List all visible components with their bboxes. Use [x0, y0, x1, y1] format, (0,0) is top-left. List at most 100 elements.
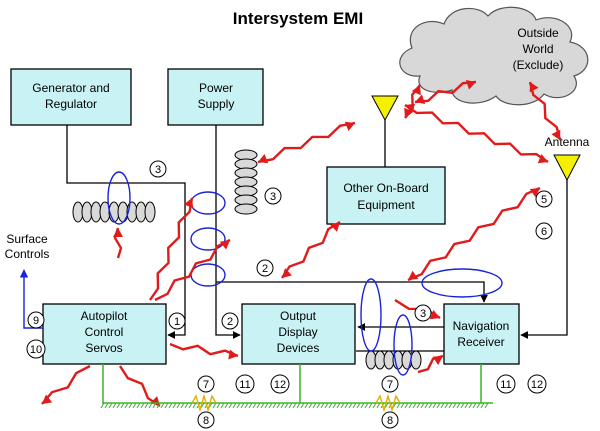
svg-text:12: 12 [274, 379, 286, 391]
antenna-label: Antenna [545, 135, 590, 149]
num-11a: 11 [235, 374, 255, 394]
interference-arrowhead-start-0 [404, 107, 414, 118]
interference-arrow-2 [404, 104, 549, 163]
autopilot-label-2: Control [85, 325, 124, 339]
num-6: 6 [535, 222, 553, 240]
interference-arrowhead-start-9 [529, 188, 540, 198]
interference-arrowhead-start-4 [529, 82, 539, 93]
num-8a: 8 [197, 411, 215, 429]
num-3c: 3 [414, 304, 432, 322]
interference-arrow-13 [169, 342, 239, 358]
onboard-label-2: Equipment [357, 198, 415, 212]
interference-arrowhead-start-1 [344, 121, 355, 131]
interference-arrow-9 [407, 186, 541, 282]
outside-world-cloud: Outside World (Exclude) [399, 6, 589, 106]
svg-text:11: 11 [239, 379, 250, 391]
power-label-2: Supply [198, 97, 235, 111]
interference-arrow-6 [149, 197, 194, 301]
autopilot-label-1: Autopilot [81, 309, 128, 323]
interference-arrowhead-7 [219, 240, 230, 250]
cloud-line-1: Outside [517, 26, 559, 40]
surface-label-1: Surface [6, 232, 48, 246]
cloud-line-3: (Exclude) [513, 58, 564, 72]
svg-text:3: 3 [155, 164, 161, 176]
generator-label-1: Generator and [32, 81, 109, 95]
interference-arrowhead-13 [228, 349, 238, 360]
nav-label-1: Navigation [453, 319, 510, 333]
output-display-box: Output Display Devices [241, 303, 356, 365]
svg-text:12: 12 [531, 379, 543, 391]
num-5: 5 [535, 190, 553, 208]
power-label-1: Power [199, 81, 233, 95]
num-2b: 2 [221, 312, 239, 330]
interference-arrows [41, 80, 562, 408]
output-label-3: Devices [277, 341, 320, 355]
svg-text:2: 2 [227, 316, 233, 328]
svg-text:8: 8 [203, 415, 209, 427]
interference-arrowhead-14 [432, 356, 443, 366]
ground-line [100, 364, 493, 413]
interference-arrowhead-5 [113, 228, 123, 237]
interference-arrow-11 [41, 364, 91, 405]
svg-text:1: 1 [174, 316, 180, 328]
interference-arrowhead-start-3 [465, 80, 476, 90]
num-2a: 2 [256, 259, 274, 277]
generator-label-2: Regulator [45, 97, 97, 111]
number-labels: 3 3 3 5 6 2 2 1 9 10 7 8 11 12 7 8 11 12 [26, 160, 553, 429]
output-label-1: Output [280, 309, 317, 323]
interference-arrowhead-1 [258, 154, 269, 164]
interference-arrow-12 [118, 365, 161, 408]
svg-text:6: 6 [541, 226, 547, 238]
interference-arrowhead-2 [537, 154, 548, 164]
svg-text:11: 11 [500, 379, 511, 391]
power-supply-box: Power Supply [167, 68, 264, 126]
num-1: 1 [168, 312, 186, 330]
interference-arrowhead-3 [415, 94, 426, 104]
interference-arrowhead-6 [183, 198, 194, 209]
num-12b: 12 [527, 374, 547, 394]
svg-text:7: 7 [203, 379, 209, 391]
antenna-nav-icon: Antenna [545, 135, 590, 182]
interference-arrowhead-9 [408, 270, 419, 280]
num-8b: 8 [381, 411, 399, 429]
nav-label-2: Receiver [457, 335, 504, 349]
num-3a: 3 [149, 160, 167, 178]
num-12a: 12 [270, 374, 290, 394]
interference-arrow-1 [257, 121, 356, 164]
cloud-line-2: World [522, 42, 553, 56]
onboard-equipment-box: Other On-Board Equipment [326, 166, 446, 225]
num-11b: 11 [496, 374, 516, 394]
svg-text:7: 7 [387, 379, 393, 391]
diagram-title: Intersystem EMI [233, 9, 363, 28]
surface-label-2: Controls [5, 247, 50, 261]
wiring [66, 119, 568, 352]
svg-text:10: 10 [30, 344, 42, 356]
coil-output-line-icon [360, 268, 503, 376]
svg-text:2: 2 [262, 263, 268, 275]
interference-arrowhead-0 [411, 85, 421, 96]
svg-text:9: 9 [33, 315, 39, 327]
interference-arrow-7 [154, 238, 231, 302]
svg-text:5: 5 [541, 194, 547, 206]
num-10: 10 [26, 339, 46, 359]
num-7b: 7 [381, 375, 399, 393]
onboard-label-1: Other On-Board [343, 181, 428, 195]
interference-arrowhead-11 [42, 394, 53, 404]
interference-arrowhead-start-2 [405, 103, 416, 113]
svg-text:3: 3 [420, 308, 426, 320]
antenna-onboard-icon [371, 95, 399, 122]
num-3b: 3 [264, 187, 282, 205]
svg-text:3: 3 [270, 191, 276, 203]
interference-arrow-8 [280, 220, 341, 279]
interference-arrow-4 [528, 81, 562, 141]
interference-arrow-3 [414, 80, 477, 104]
navigation-receiver-box: Navigation Receiver [443, 303, 520, 365]
num-7a: 7 [197, 375, 215, 393]
interference-arrowhead-start-8 [330, 222, 340, 232]
num-9: 9 [27, 311, 45, 329]
interference-arrowhead-8 [282, 268, 292, 278]
svg-text:8: 8 [387, 415, 393, 427]
coil-generator-line-icon [72, 171, 156, 225]
interference-arrowhead-10 [429, 310, 440, 320]
